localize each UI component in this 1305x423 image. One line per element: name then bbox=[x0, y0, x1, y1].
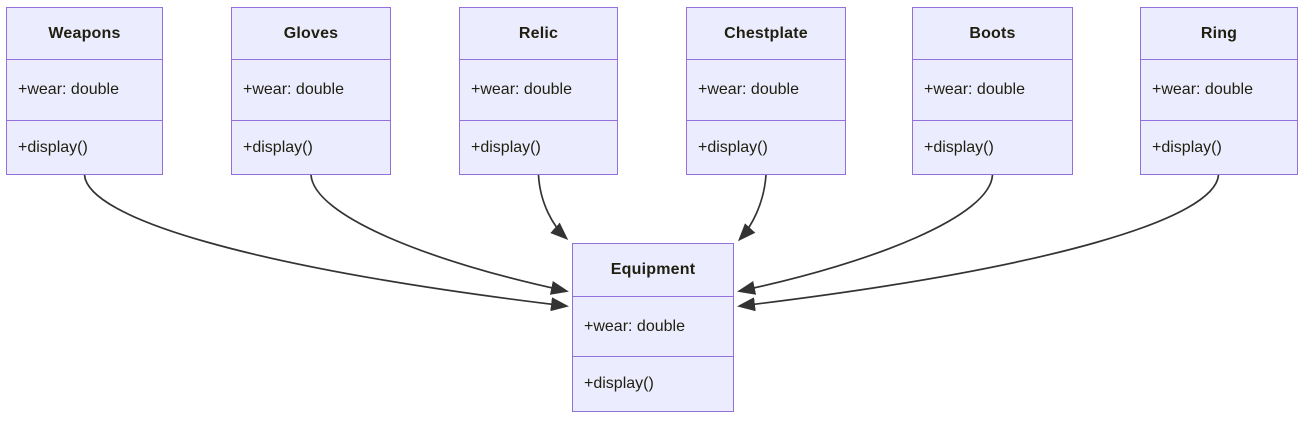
class-title: Ring bbox=[1141, 8, 1297, 60]
class-attribute: +wear: double bbox=[573, 297, 733, 357]
class-method: +display() bbox=[924, 138, 994, 156]
edge-weapons-equipment bbox=[83, 174, 569, 312]
class-box-gloves: Gloves +wear: double +display() bbox=[231, 7, 391, 175]
class-method: +display() bbox=[584, 375, 654, 392]
class-method: +display() bbox=[1152, 138, 1222, 156]
class-method: +display() bbox=[243, 138, 313, 156]
class-title: Chestplate bbox=[687, 8, 845, 60]
class-title: Boots bbox=[913, 8, 1072, 60]
class-method: +display() bbox=[18, 138, 88, 156]
class-method: +display() bbox=[471, 138, 541, 156]
class-attribute: +wear: double bbox=[7, 60, 162, 121]
class-attribute: +wear: double bbox=[232, 60, 390, 121]
class-box-equipment: Equipment +wear: double +display() bbox=[572, 243, 734, 412]
class-box-chestplate: Chestplate +wear: double +display() bbox=[686, 7, 846, 175]
edge-boots-equipment bbox=[737, 174, 994, 295]
class-title: Relic bbox=[460, 8, 617, 60]
class-attribute: +wear: double bbox=[913, 60, 1072, 121]
class-title: Weapons bbox=[7, 8, 162, 60]
class-box-relic: Relic +wear: double +display() bbox=[459, 7, 618, 175]
class-box-ring: Ring +wear: double +display() bbox=[1140, 7, 1298, 175]
class-attribute: +wear: double bbox=[687, 60, 845, 121]
class-box-boots: Boots +wear: double +display() bbox=[912, 7, 1073, 175]
edge-chestplate-equipment bbox=[737, 174, 767, 242]
class-title: Equipment bbox=[573, 244, 733, 297]
edge-gloves-equipment bbox=[310, 174, 569, 295]
class-box-weapons: Weapons +wear: double +display() bbox=[6, 7, 163, 175]
edge-ring-equipment bbox=[737, 174, 1220, 312]
class-title: Gloves bbox=[232, 8, 390, 60]
class-attribute: +wear: double bbox=[1141, 60, 1297, 121]
class-attribute: +wear: double bbox=[460, 60, 617, 121]
class-method: +display() bbox=[698, 138, 768, 156]
edge-relic-equipment bbox=[537, 174, 569, 241]
